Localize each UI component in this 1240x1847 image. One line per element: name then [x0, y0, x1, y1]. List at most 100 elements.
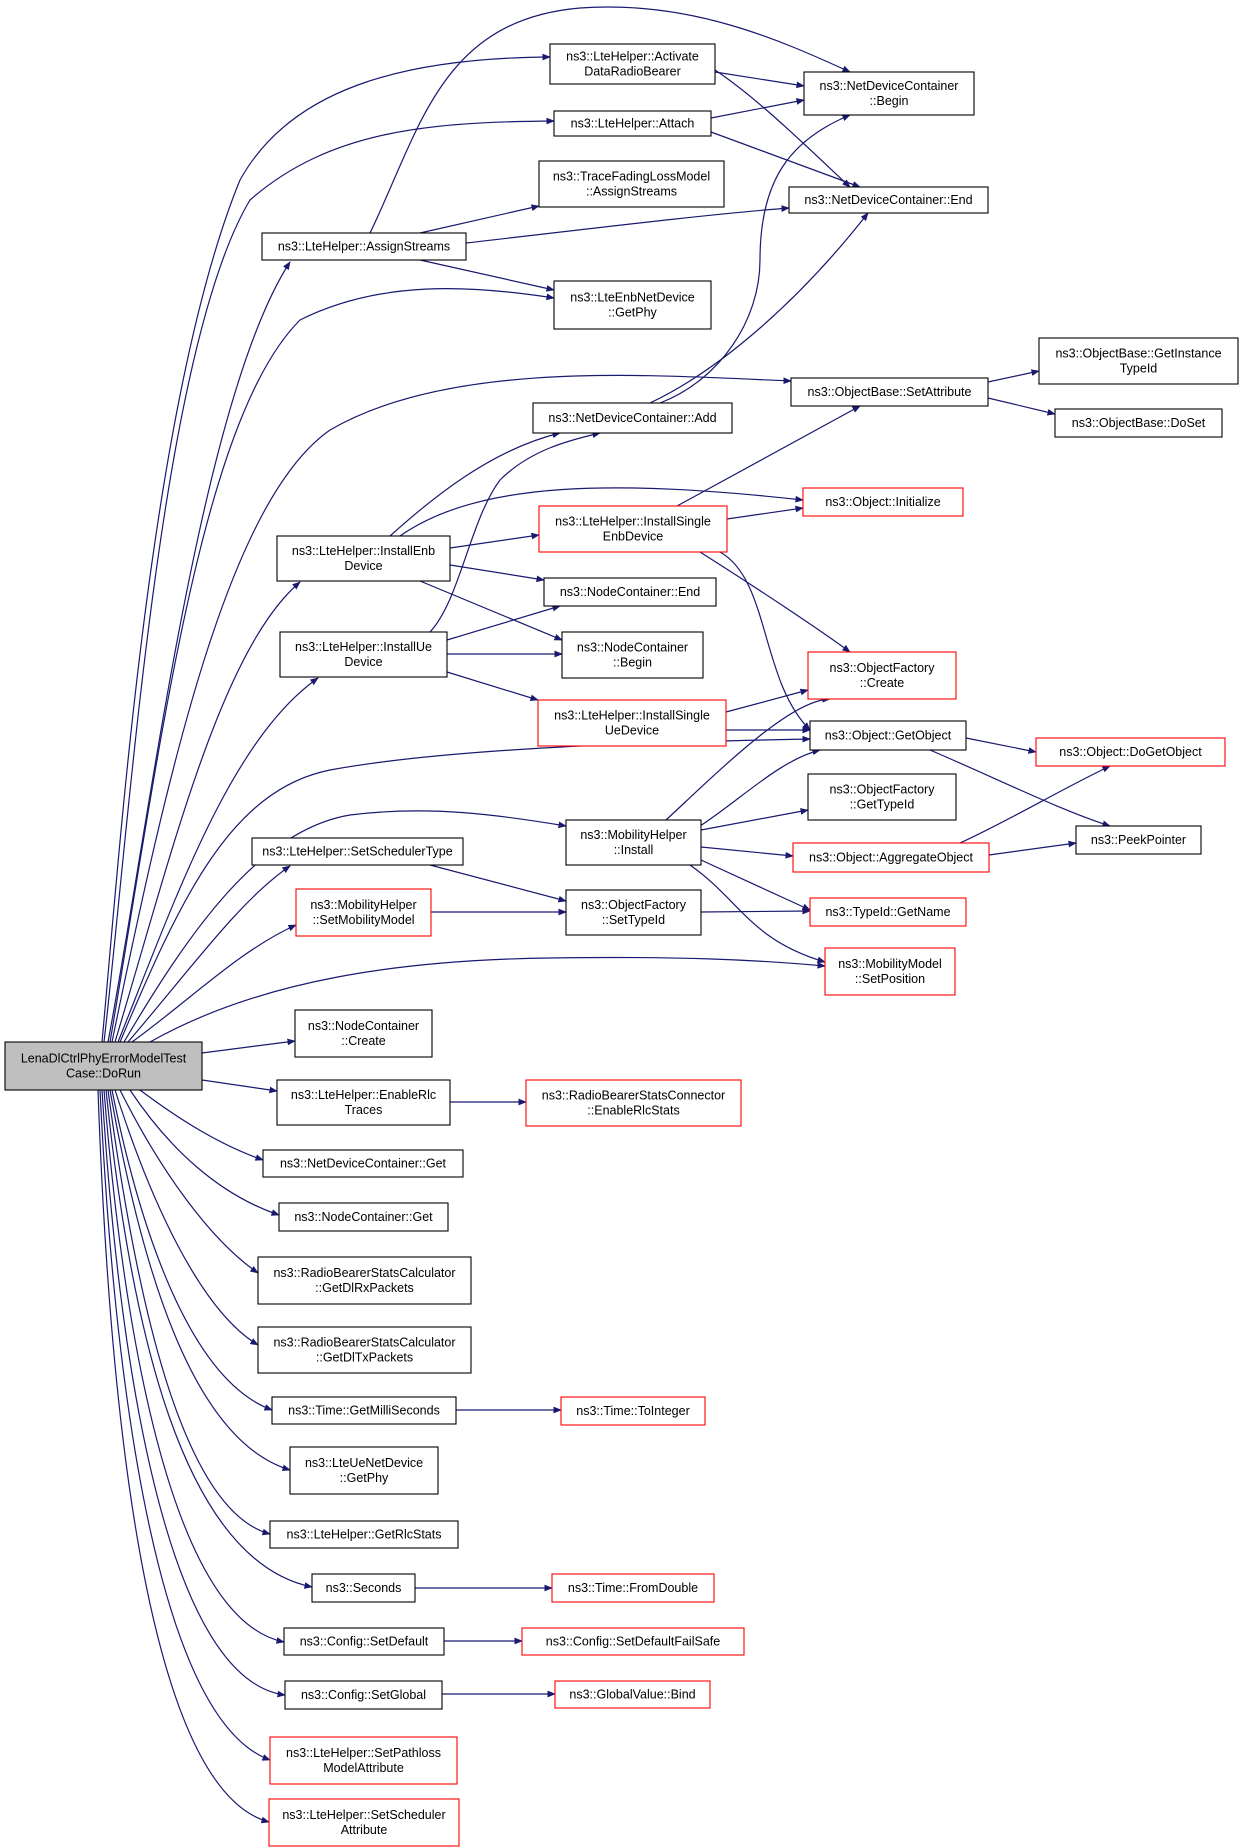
edge-mh_install-to-obj_aggregate — [700, 846, 794, 859]
edge-assignstreams-to-tracefading — [419, 204, 540, 234]
node-mh-setmob[interactable]: ns3::MobilityHelper::SetMobilityModel — [295, 888, 432, 937]
node-cfg-setdefaultfs[interactable]: ns3::Config::SetDefaultFailSafe — [521, 1627, 745, 1656]
node-label: ::GetPhy — [340, 1471, 389, 1485]
node-nc-end[interactable]: ns3::NodeContainer::End — [543, 577, 717, 607]
node-enb-getphy[interactable]: ns3::LteEnbNetDevice::GetPhy — [553, 280, 712, 330]
node-setschedtype[interactable]: ns3::LteHelper::SetSchedulerType — [251, 837, 464, 866]
edge-root-to-mm_setpos — [149, 956, 826, 1043]
node-box — [269, 1520, 459, 1549]
node-time-getms[interactable]: ns3::Time::GetMilliSeconds — [271, 1396, 457, 1425]
node-attach[interactable]: ns3::LteHelper::Attach — [553, 110, 712, 137]
node-label: LenaDlCtrlPhyErrorModelTest — [21, 1052, 187, 1066]
node-seconds[interactable]: ns3::Seconds — [311, 1573, 416, 1603]
node-label: ::GetDlRxPackets — [315, 1281, 414, 1295]
node-label: Device — [344, 559, 382, 573]
node-label: ns3::TypeId::GetName — [825, 905, 950, 919]
node-time-toint[interactable]: ns3::Time::ToInteger — [560, 1396, 706, 1426]
edge-installenb-to-nc_begin — [419, 580, 563, 641]
node-label: ns3::ObjectBase::SetAttribute — [808, 385, 972, 399]
node-box — [807, 773, 957, 821]
node-label: ::GetDlTxPackets — [316, 1351, 413, 1365]
node-mm-setpos[interactable]: ns3::MobilityModel::SetPosition — [824, 947, 956, 996]
node-typeid-getname[interactable]: ns3::TypeId::GetName — [809, 897, 967, 927]
node-obj-getobject[interactable]: ns3::Object::GetObject — [809, 720, 967, 751]
node-rbstat-tx[interactable]: ns3::RadioBearerStatsCalculator::GetDlTx… — [257, 1326, 472, 1374]
node-setpathloss[interactable]: ns3::LteHelper::SetPathlossModelAttribut… — [269, 1736, 458, 1785]
node-obj-aggregate[interactable]: ns3::Object::AggregateObject — [792, 842, 990, 873]
node-label: ns3::ObjectFactory — [830, 783, 936, 797]
edge-ob_setattr-to-ob_doset — [987, 397, 1056, 416]
node-peekpointer[interactable]: ns3::PeekPointer — [1075, 825, 1202, 855]
edge-root-to-ndc_get — [139, 1089, 264, 1161]
node-box — [284, 1680, 443, 1710]
node-nc-create[interactable]: ns3::NodeContainer::Create — [294, 1009, 433, 1058]
node-nc-get[interactable]: ns3::NodeContainer::Get — [278, 1202, 449, 1232]
node-gv-bind[interactable]: ns3::GlobalValue::Bind — [554, 1680, 711, 1709]
node-box — [803, 71, 975, 116]
edge-root-to-enablerlc — [201, 1079, 278, 1094]
node-of-create[interactable]: ns3::ObjectFactory::Create — [807, 651, 957, 700]
node-label: ::GetTypeId — [850, 798, 915, 812]
node-label: Attribute — [341, 1823, 388, 1837]
node-box — [549, 43, 716, 85]
edge-attach-to-ndc_end — [710, 131, 861, 188]
node-box — [538, 160, 725, 208]
node-box — [553, 110, 712, 137]
node-obj-init[interactable]: ns3::Object::Initialize — [802, 487, 964, 517]
node-ndc-begin[interactable]: ns3::NetDeviceContainer::Begin — [803, 71, 975, 116]
node-label: ns3::MobilityHelper — [580, 828, 686, 842]
node-rbstat-rx[interactable]: ns3::RadioBearerStatsCalculator::GetDlRx… — [257, 1256, 472, 1305]
edge-mh_install-to-mm_setpos — [689, 864, 826, 964]
node-ob-doset[interactable]: ns3::ObjectBase::DoSet — [1054, 408, 1223, 438]
edge-root-to-mh_install — [123, 810, 567, 1043]
node-ndc-end[interactable]: ns3::NetDeviceContainer::End — [788, 186, 989, 214]
node-ndc-add[interactable]: ns3::NetDeviceContainer::Add — [532, 402, 733, 434]
node-cfg-setdefault[interactable]: ns3::Config::SetDefault — [283, 1627, 445, 1656]
node-label: ns3::LteHelper::AssignStreams — [278, 240, 450, 254]
node-label: ns3::LteHelper::InstallEnb — [292, 544, 435, 558]
node-nc-begin[interactable]: ns3::NodeContainer::Begin — [561, 631, 704, 679]
node-box — [271, 1396, 457, 1425]
edge-installsingleue-to-of_create — [725, 688, 809, 713]
node-label: ::SetPosition — [855, 972, 925, 986]
node-box — [802, 487, 964, 517]
edge-installenb-to-nc_end — [449, 564, 545, 583]
node-of-settypeid[interactable]: ns3::ObjectFactory::SetTypeId — [565, 889, 702, 936]
node-label: ns3::LteUeNetDevice — [305, 1456, 423, 1470]
node-ob-setattr[interactable]: ns3::ObjectBase::SetAttribute — [790, 377, 989, 407]
node-tracefading[interactable]: ns3::TraceFadingLossModel::AssignStreams — [538, 160, 725, 208]
node-of-gettypeid[interactable]: ns3::ObjectFactory::GetTypeId — [807, 773, 957, 821]
node-rbsc-enable[interactable]: ns3::RadioBearerStatsConnector::EnableRl… — [525, 1079, 742, 1127]
node-mh-install[interactable]: ns3::MobilityHelper::Install — [565, 819, 702, 866]
node-label: ns3::LteHelper::Activate — [566, 50, 699, 64]
node-time-fromdouble[interactable]: ns3::Time::FromDouble — [551, 1573, 715, 1603]
node-label: ns3::Seconds — [326, 1581, 402, 1595]
edge-activate-to-ndc_begin — [714, 71, 805, 89]
node-label: ns3::Time::FromDouble — [568, 1581, 698, 1595]
node-getrlcstats[interactable]: ns3::LteHelper::GetRlcStats — [269, 1520, 459, 1549]
node-box — [289, 1446, 439, 1495]
edges — [97, 6, 1111, 1824]
node-label: ns3::NodeContainer — [577, 641, 688, 655]
node-obj-dogetobject[interactable]: ns3::Object::DoGetObject — [1035, 737, 1226, 767]
node-assignstreams[interactable]: ns3::LteHelper::AssignStreams — [261, 232, 467, 261]
node-ndc-get[interactable]: ns3::NetDeviceContainer::Get — [262, 1149, 464, 1178]
node-ue-getphy[interactable]: ns3::LteUeNetDevice::GetPhy — [289, 1446, 439, 1495]
node-label: ns3::NodeContainer — [308, 1019, 419, 1033]
node-box — [792, 842, 990, 873]
edge-root-to-installenb — [114, 581, 301, 1043]
node-label: ::Create — [341, 1034, 386, 1048]
node-box — [4, 1041, 203, 1091]
node-label: TypeId — [1120, 362, 1158, 376]
node-label: ns3::GlobalValue::Bind — [569, 1688, 695, 1702]
node-cfg-setglobal[interactable]: ns3::Config::SetGlobal — [284, 1680, 443, 1710]
